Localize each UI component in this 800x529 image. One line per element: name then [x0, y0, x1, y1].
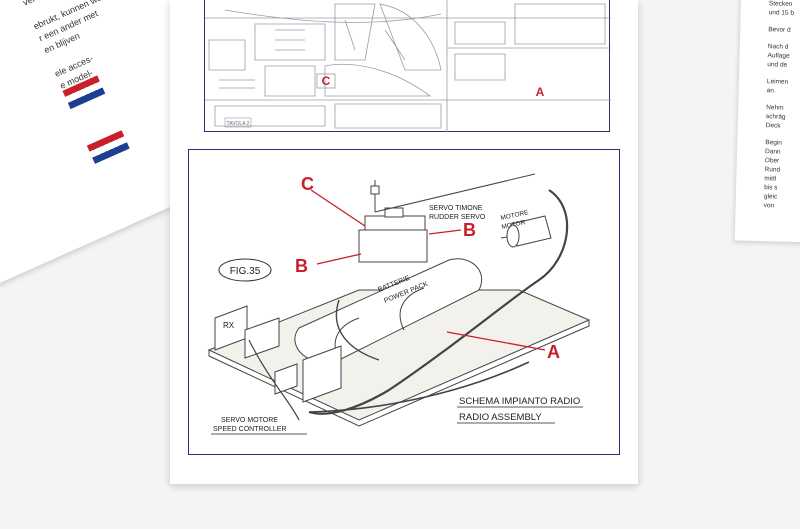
base-board-edge	[208, 320, 590, 427]
pointer-line-b-left	[316, 253, 362, 265]
motor-label-it: MOTORE	[500, 209, 530, 222]
dutch-flag-icon-2	[86, 130, 130, 164]
battery-pack-shape	[294, 258, 483, 363]
schema-caption-en: RADIO ASSEMBLY	[459, 412, 542, 423]
rudder-servo-label-it: SERVO TIMONE	[429, 205, 483, 212]
right-page-line-begin-7: von	[763, 202, 775, 210]
radio-assembly-diagram: C B B A FIG.35 SERVO TIMONE RUDDER SERVO…	[207, 173, 591, 435]
motor-label-en: MOTOR	[501, 219, 526, 231]
label-c: C	[301, 174, 314, 194]
main-instruction-sheet: C A TAVOLA 2	[170, 0, 638, 484]
speed-controller-label-en: SPEED CONTROLLER	[213, 426, 287, 433]
parts-plan-drawing: C A TAVOLA 2	[205, 0, 611, 132]
figure-35-frame: C B B A FIG.35 SERVO TIMONE RUDDER SERVO…	[188, 149, 620, 455]
rudder-servo-shape	[358, 229, 428, 263]
schema-caption-it: SCHEMA IMPIANTO RADIO	[459, 396, 580, 407]
pointer-line-c	[310, 189, 366, 227]
label-b-right: B	[463, 220, 476, 240]
parts-plan-frame: C A TAVOLA 2	[204, 0, 611, 132]
pointer-line-b-right	[428, 229, 462, 235]
label-b-left: B	[295, 256, 308, 276]
speed-controller-shape	[302, 345, 342, 403]
label-a: A	[547, 342, 560, 362]
fig-label: FIG.35	[230, 266, 261, 277]
fig-label-oval	[218, 258, 272, 282]
speed-controller-label-it: SERVO MOTORE	[221, 417, 278, 424]
plan-tavola-label: TAVOLA 2	[227, 121, 250, 127]
motor-wire	[308, 189, 569, 415]
receiver-label: RX	[223, 321, 235, 330]
pushrod-line	[374, 173, 536, 213]
pointer-line-a	[446, 331, 546, 351]
plan-label-a: A	[536, 85, 545, 99]
rudder-servo-label-en: RUDDER SERVO	[429, 214, 486, 221]
plan-label-c: C	[322, 74, 331, 88]
